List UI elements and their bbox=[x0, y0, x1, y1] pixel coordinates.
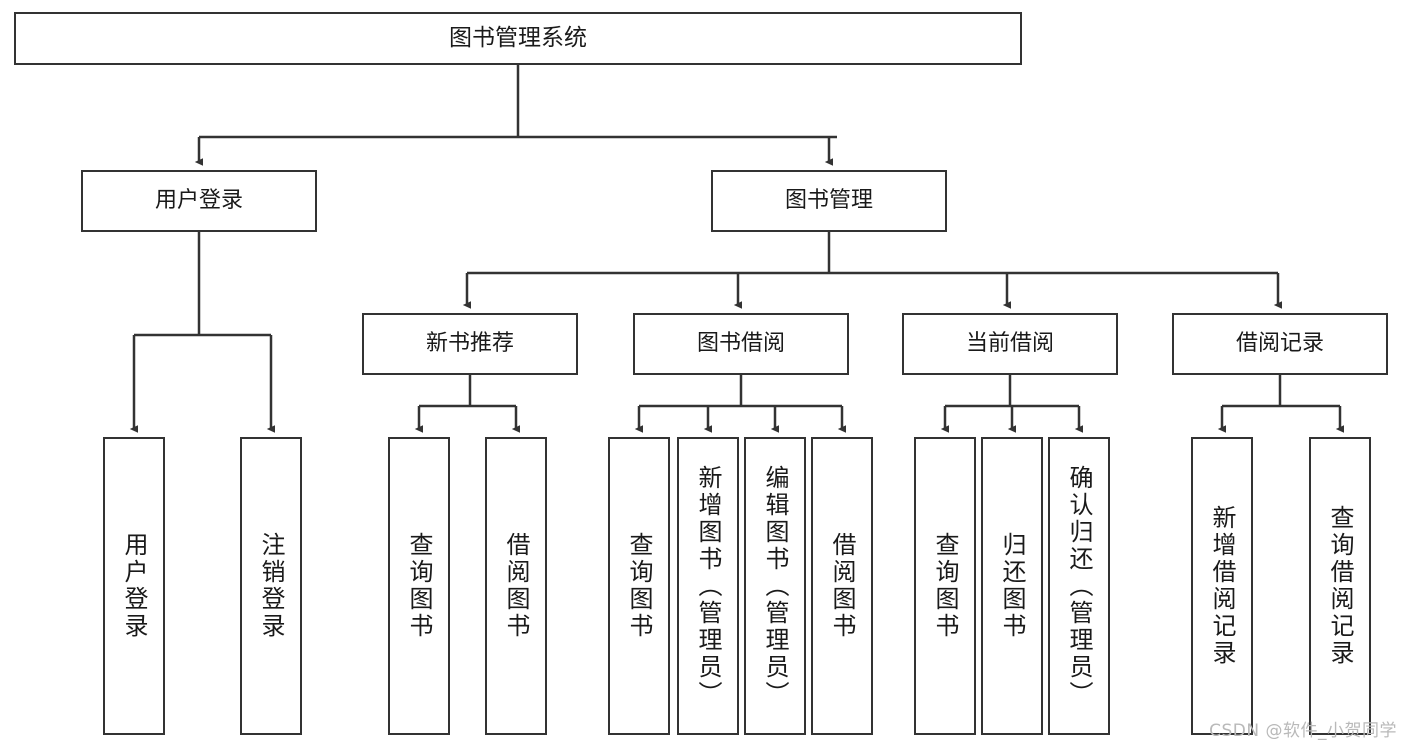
node-label: 归还图书 bbox=[998, 532, 1026, 640]
leaf-book-borrow-add-book-admin[interactable]: 新增图书（管理员） bbox=[677, 437, 739, 735]
node-book-borrow[interactable]: 图书借阅 bbox=[633, 313, 849, 375]
node-new-book-recommend[interactable]: 新书推荐 bbox=[362, 313, 578, 375]
node-root-book-management-system[interactable]: 图书管理系统 bbox=[14, 12, 1022, 65]
node-label: 用户登录 bbox=[154, 187, 243, 213]
node-user-login[interactable]: 用户登录 bbox=[81, 170, 317, 232]
leaf-user-login-login[interactable]: 用户登录 bbox=[103, 437, 165, 735]
leaf-book-borrow-edit-book-admin[interactable]: 编辑图书（管理员） bbox=[744, 437, 806, 735]
leaf-book-borrow-borrow-book[interactable]: 借阅图书 bbox=[811, 437, 873, 735]
leaf-new-book-query-book[interactable]: 查询图书 bbox=[388, 437, 450, 735]
node-book-management[interactable]: 图书管理 bbox=[711, 170, 947, 232]
leaf-user-login-logout[interactable]: 注销登录 bbox=[240, 437, 302, 735]
node-label: 当前借阅 bbox=[965, 330, 1054, 356]
node-borrow-record[interactable]: 借阅记录 bbox=[1172, 313, 1388, 375]
node-label: 查询图书 bbox=[405, 532, 433, 640]
node-label: 编辑图书（管理员） bbox=[761, 464, 789, 708]
node-label: 新增图书（管理员） bbox=[694, 464, 722, 708]
leaf-borrow-record-add-record[interactable]: 新增借阅记录 bbox=[1191, 437, 1253, 735]
node-label: 用户登录 bbox=[120, 532, 148, 640]
leaf-current-borrow-query-book[interactable]: 查询图书 bbox=[914, 437, 976, 735]
leaf-new-book-borrow-book[interactable]: 借阅图书 bbox=[485, 437, 547, 735]
node-current-borrow[interactable]: 当前借阅 bbox=[902, 313, 1118, 375]
node-label: 新书推荐 bbox=[425, 330, 514, 356]
node-label: 查询图书 bbox=[625, 532, 653, 640]
node-label: 图书借阅 bbox=[696, 330, 785, 356]
leaf-current-borrow-return-book[interactable]: 归还图书 bbox=[981, 437, 1043, 735]
node-label: 借阅记录 bbox=[1235, 330, 1324, 356]
node-label: 注销登录 bbox=[257, 532, 285, 640]
node-label: 图书管理 bbox=[784, 187, 873, 213]
node-label: 借阅图书 bbox=[828, 532, 856, 640]
node-label: 查询借阅记录 bbox=[1326, 505, 1354, 667]
node-label: 查询图书 bbox=[931, 532, 959, 640]
leaf-current-borrow-confirm-return-admin[interactable]: 确认归还（管理员） bbox=[1048, 437, 1110, 735]
node-label: 图书管理系统 bbox=[449, 24, 587, 51]
node-label: 借阅图书 bbox=[502, 532, 530, 640]
leaf-book-borrow-query-book[interactable]: 查询图书 bbox=[608, 437, 670, 735]
leaf-borrow-record-query-record[interactable]: 查询借阅记录 bbox=[1309, 437, 1371, 735]
node-label: 新增借阅记录 bbox=[1208, 505, 1236, 667]
node-label: 确认归还（管理员） bbox=[1065, 464, 1093, 708]
watermark-text: CSDN @软件_小贺同学 bbox=[1209, 721, 1397, 741]
